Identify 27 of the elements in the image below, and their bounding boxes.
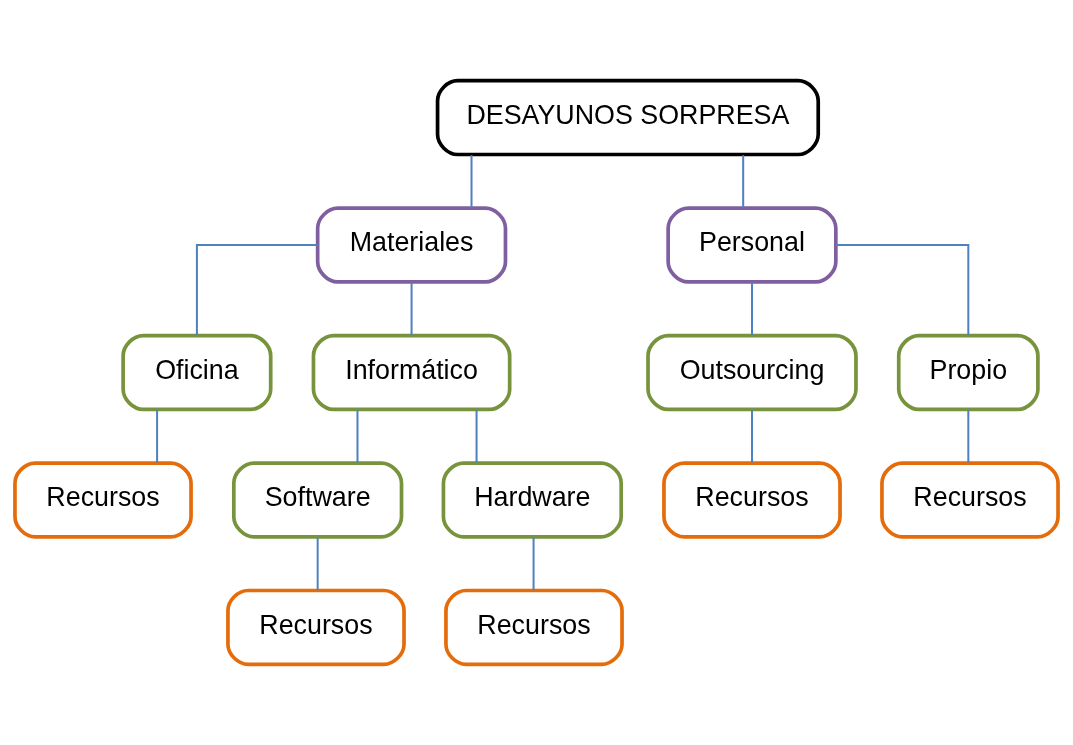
connector	[470, 155, 473, 208]
node-box: Recursos	[662, 461, 842, 539]
node-box: Recursos	[226, 588, 406, 667]
node-box: Recursos	[880, 461, 1060, 539]
node-box: Outsourcing	[646, 333, 858, 412]
connector	[316, 537, 319, 591]
connector	[156, 410, 159, 463]
node-box: Informático	[311, 333, 512, 412]
node-box: Personal	[666, 206, 838, 284]
connector	[742, 155, 745, 208]
connector	[751, 282, 753, 336]
node-box: Hardware	[441, 461, 624, 539]
node-box: Software	[231, 461, 404, 539]
node-box: DESAYUNOS SORPRESA	[435, 78, 821, 157]
node-box: Recursos	[444, 588, 624, 667]
connector	[195, 244, 318, 335]
connector	[356, 410, 359, 463]
node-box: Oficina	[121, 333, 273, 412]
connector	[967, 410, 970, 463]
connector	[836, 244, 970, 335]
connector	[751, 410, 753, 463]
connector	[475, 410, 478, 463]
connector	[410, 282, 413, 336]
connector	[532, 537, 535, 591]
node-box: Propio	[896, 333, 1040, 412]
node-box: Materiales	[315, 206, 508, 284]
node-box: Recursos	[13, 461, 193, 539]
